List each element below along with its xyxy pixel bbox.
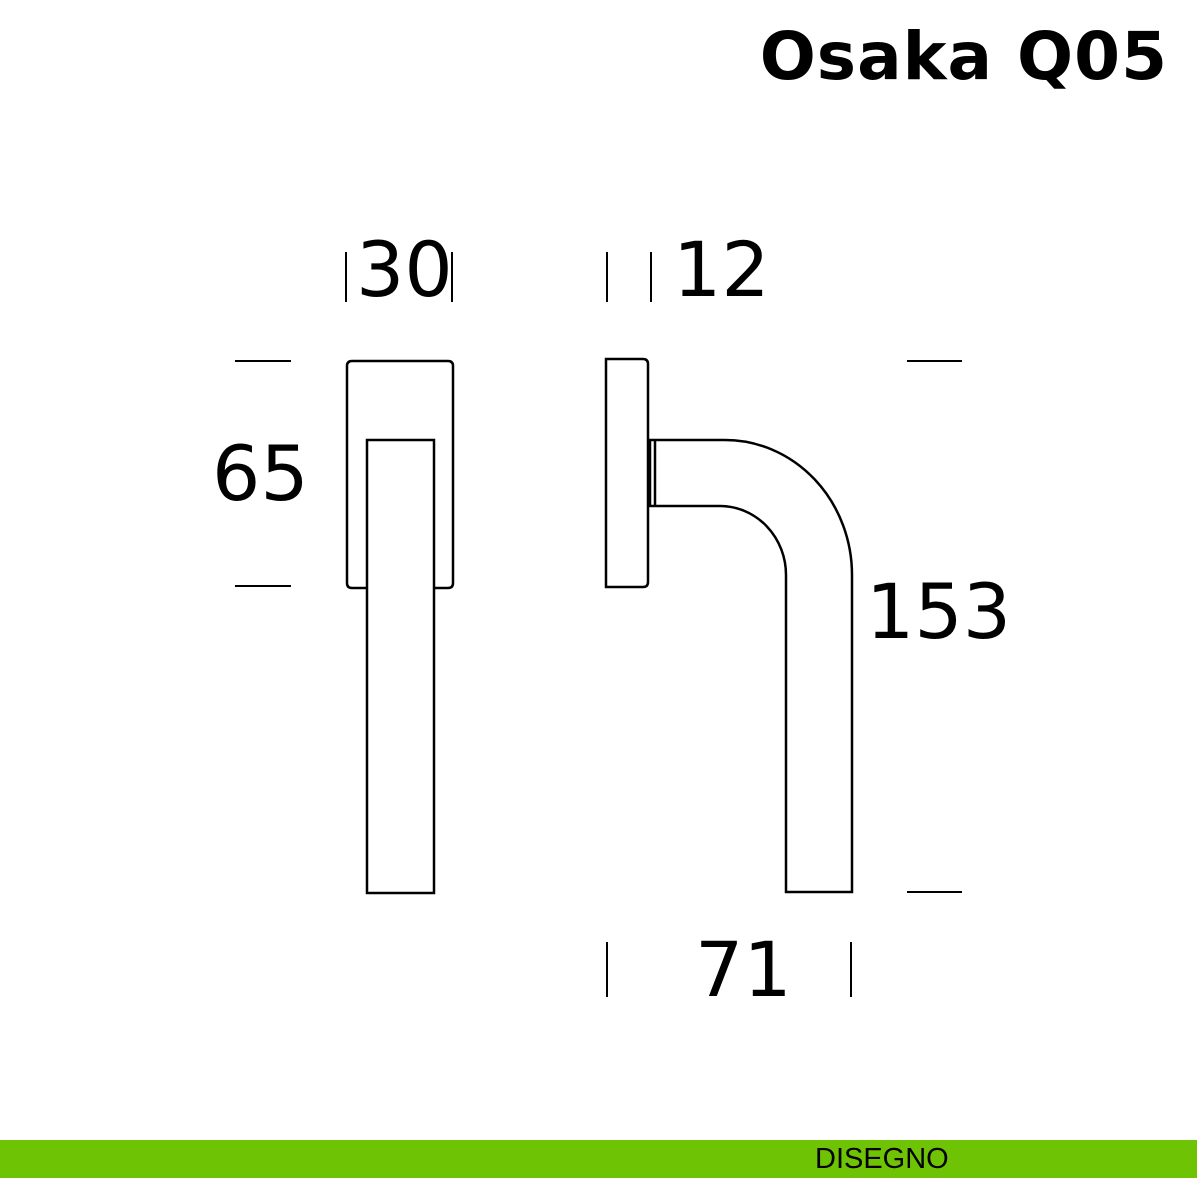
dimension-depth-12: 12 (673, 225, 770, 314)
footer-bar: DISEGNO (0, 1140, 1197, 1178)
front-view (345, 359, 455, 895)
side-rosette (604, 357, 650, 589)
product-title: Osaka Q05 (759, 18, 1168, 95)
front-lever (365, 438, 436, 895)
dimension-projection-71: 71 (695, 925, 792, 1014)
dimension-width-30: 30 (356, 225, 453, 314)
dimension-ticks (235, 252, 962, 997)
dimension-height-65: 65 (212, 429, 309, 518)
side-view (604, 357, 854, 894)
dimension-height-153: 153 (866, 567, 1012, 656)
footer-label: DISEGNO (815, 1143, 949, 1175)
side-lever-arm (648, 438, 854, 894)
